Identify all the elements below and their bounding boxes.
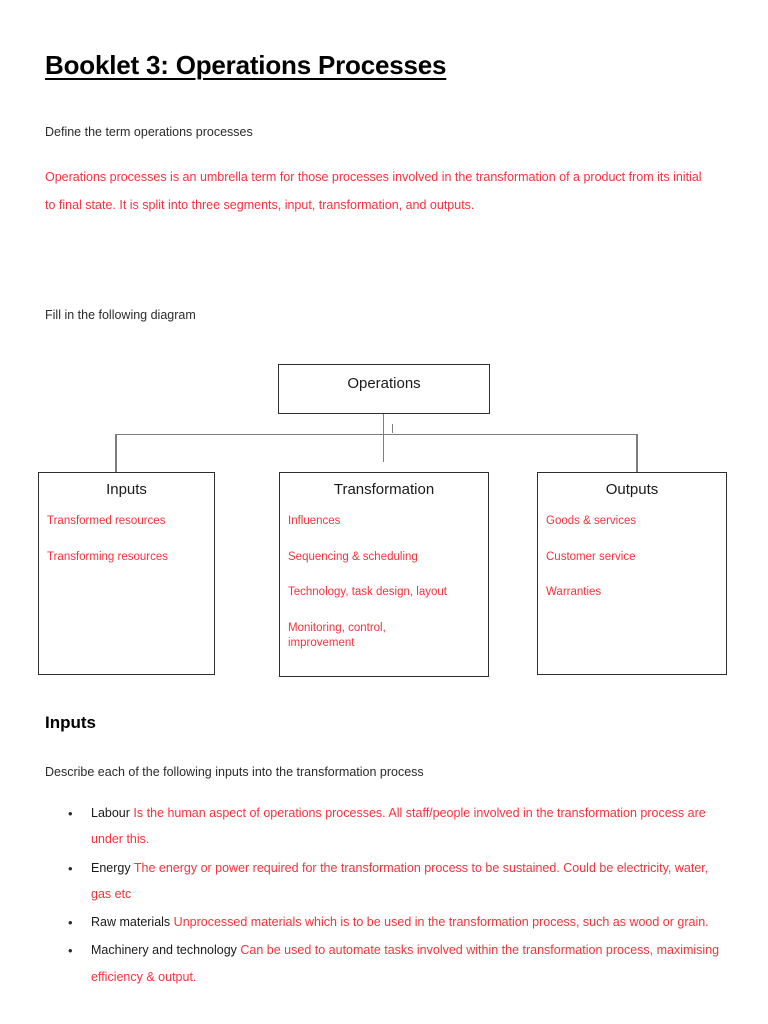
node-title-outputs: Outputs: [605, 481, 659, 498]
connector-tick-mark: [392, 424, 393, 433]
bullet-term: Energy: [91, 860, 134, 875]
connector-root-trunk: [383, 414, 384, 462]
page-title: Booklet 3: Operations Processes: [45, 50, 447, 80]
bullet-answer: The energy or power required for the tra…: [91, 860, 709, 901]
diagram-node-operations: Operations: [278, 364, 490, 414]
node-items-outputs: Goods & services Customer service Warran…: [546, 514, 726, 601]
connector-drop-outputs: [636, 434, 638, 472]
section-heading-inputs: Inputs: [45, 713, 96, 732]
inputs-bullet-list: Labour Is the human aspect of operations…: [68, 800, 728, 992]
bullet-answer: Is the human aspect of operations proces…: [91, 806, 706, 847]
bullet-term: Raw materials: [91, 915, 174, 929]
node-item: Transforming resources: [47, 550, 169, 563]
node-item: Goods & services: [546, 515, 637, 527]
list-item: Energy The energy or power required for …: [68, 855, 728, 908]
node-title-inputs: Inputs: [106, 481, 147, 498]
list-item: Labour Is the human aspect of operations…: [68, 800, 728, 853]
diagram-node-inputs: Inputs Transformed resources Transformin…: [38, 472, 215, 675]
node-items-inputs: Transformed resources Transforming resou…: [47, 514, 214, 565]
node-item: Warranties: [546, 586, 602, 599]
node-items-transformation: Influences Sequencing & scheduling Techn…: [288, 514, 488, 652]
connector-drop-inputs: [115, 434, 117, 472]
diagram-node-transformation: Transformation Influences Sequencing & s…: [279, 472, 489, 677]
node-item: Influences: [288, 515, 341, 527]
node-item: Technology, task design, layout: [288, 586, 447, 599]
list-item: Machinery and technology Can be used to …: [68, 937, 728, 990]
node-title-transformation: Transformation: [333, 481, 435, 498]
node-item: Monitoring, control, improvement: [288, 621, 386, 650]
diagram-node-outputs: Outputs Goods & services Customer servic…: [537, 472, 727, 675]
bullet-term: Machinery and technology: [91, 943, 241, 958]
bullet-term: Labour: [91, 806, 134, 820]
node-item: Customer service: [546, 550, 636, 563]
list-item: Raw materials Unprocessed materials whic…: [68, 909, 728, 937]
node-title-operations: Operations: [347, 375, 421, 392]
bullet-answer: Can be used to automate tasks involved w…: [91, 943, 720, 984]
bullet-answer: Unprocessed materials which is to be use…: [173, 915, 709, 929]
connector-horizontal-bus: [115, 434, 637, 435]
node-item: Transformed resources: [47, 515, 166, 527]
define-answer: Operations processes is an umbrella term…: [45, 170, 702, 213]
define-prompt: Define the term operations processes: [45, 125, 253, 139]
diagram-prompt: Fill in the following diagram: [45, 308, 196, 322]
describe-prompt: Describe each of the following inputs in…: [45, 765, 424, 779]
node-item: Sequencing & scheduling: [288, 550, 418, 563]
